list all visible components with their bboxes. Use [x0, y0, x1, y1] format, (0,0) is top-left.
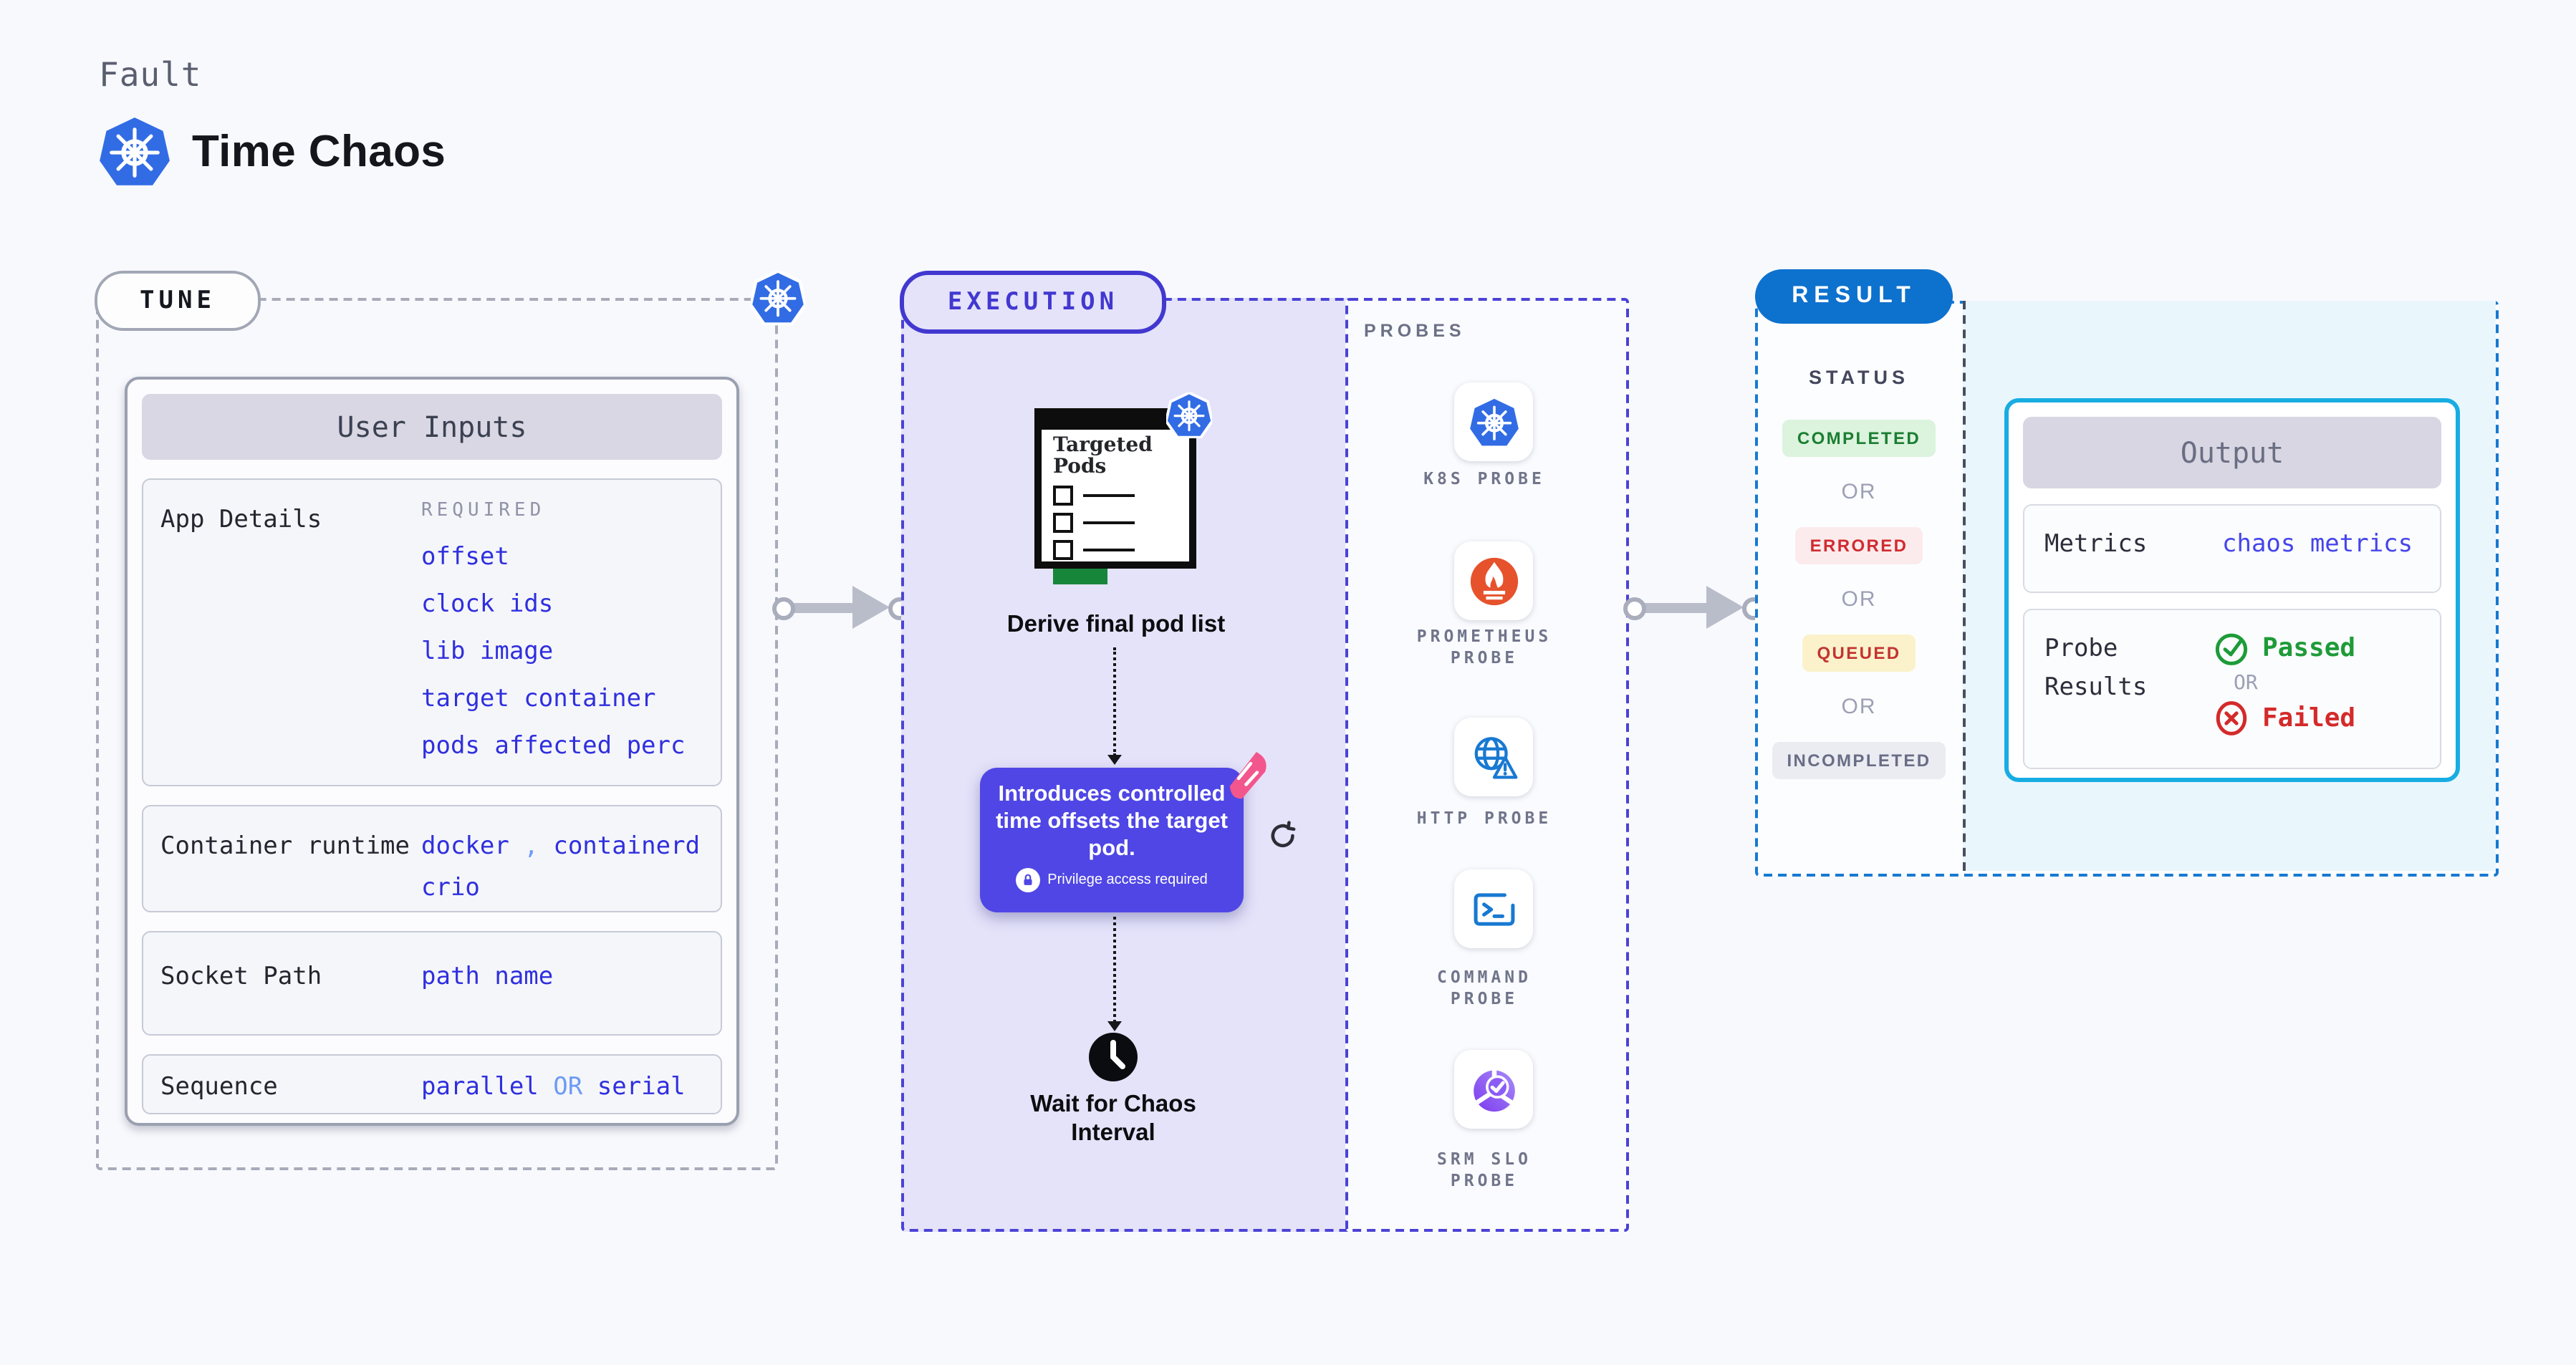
probe-label: K8S PROBE [1423, 468, 1545, 488]
probes-to-result-arrow [1623, 582, 1765, 633]
slo-donut-check-icon [1473, 1069, 1514, 1111]
required-tag: REQUIRED [421, 500, 546, 521]
http-globe-warning-icon [1474, 736, 1517, 778]
status-column: STATUS COMPLETED OR ERRORED OR QUEUED OR… [1755, 301, 1963, 871]
probe-label: HTTP PROBE [1416, 808, 1552, 828]
status-badge-errored: ERRORED [1795, 527, 1923, 564]
status-badge-queued: QUEUED [1802, 635, 1916, 672]
metrics-value: chaos metrics [2222, 530, 2413, 559]
wait-interval-caption: Wait for Chaos Interval [1030, 1091, 1196, 1146]
input-value: pods affected perc [421, 732, 686, 761]
tune-to-execution-arrow [772, 582, 911, 633]
user-inputs-header: User Inputs [142, 394, 722, 460]
probe-label: SRM SLO PROBE [1437, 1149, 1532, 1190]
checkbox-icon [1053, 540, 1073, 560]
flow-connector-down [1107, 917, 1121, 1031]
kubernetes-icon [97, 115, 172, 189]
runtime-value-crio: crio [421, 874, 480, 902]
privilege-note: Privilege access required [1047, 872, 1208, 888]
refresh-icon [1271, 821, 1296, 848]
status-badge-completed: COMPLETED [1782, 420, 1936, 457]
failed-result: Failed [2214, 700, 2355, 736]
checkbox-icon [1053, 486, 1073, 506]
pod-list-item [1053, 540, 1189, 560]
targeted-pods-card: Targeted Pods [1034, 408, 1196, 584]
pod-list-item [1053, 513, 1189, 533]
fault-eyebrow: Fault [99, 57, 202, 95]
sequence-value: parallel OR serial [421, 1073, 686, 1101]
user-inputs-card: User Inputs App Details REQUIRED offset … [125, 377, 739, 1126]
or-separator: OR [2234, 672, 2258, 695]
clock-icon [1089, 1033, 1138, 1081]
or-separator: OR [1841, 695, 1877, 719]
passed-result: Passed [2214, 630, 2355, 666]
socket-path-row: Socket Path path name [142, 931, 722, 1036]
metrics-label: Metrics [2044, 530, 2148, 559]
probe-results-label: Probe Results [2044, 635, 2148, 702]
or-separator: OR [1841, 480, 1877, 504]
metrics-row: Metrics chaos metrics [2023, 504, 2441, 593]
targeted-pods-title: Targeted Pods [1053, 434, 1153, 478]
probe-card-command [1454, 869, 1533, 948]
lock-icon [1016, 868, 1041, 892]
probe-card-prometheus [1454, 541, 1533, 620]
pod-list-item [1053, 486, 1189, 506]
probe-card-k8s [1454, 382, 1533, 461]
input-value: clock ids [421, 590, 554, 619]
chaos-description-tooltip: Introduces controlled time offsets the t… [980, 768, 1244, 912]
app-details-label: App Details [160, 506, 322, 534]
app-details-row: App Details REQUIRED offset clock ids li… [142, 478, 722, 786]
probe-label: COMMAND PROBE [1437, 967, 1532, 1008]
derive-pod-list-caption: Derive final pod list [1006, 612, 1226, 637]
probe-label: PROMETHEUS PROBE [1416, 626, 1552, 667]
progress-bar [1053, 569, 1107, 584]
checkbox-icon [1053, 513, 1073, 533]
sequence-label: Sequence [160, 1073, 278, 1101]
result-badge: RESULT [1755, 269, 1953, 324]
kubernetes-icon [751, 271, 805, 325]
probe-card-http [1454, 718, 1533, 796]
socket-path-label: Socket Path [160, 963, 322, 991]
or-separator: OR [1841, 587, 1877, 612]
tune-badge: TUNE [95, 271, 261, 331]
probe-results-row: Probe Results Passed OR Failed [2023, 609, 2441, 769]
status-badge-incompleted: INCOMPLETED [1772, 742, 1946, 779]
kubernetes-icon [1166, 392, 1212, 438]
output-header: Output [2023, 417, 2441, 488]
input-value: target container [421, 685, 656, 713]
status-label: STATUS [1809, 367, 1909, 388]
chaos-highlight-icon [1229, 751, 1267, 799]
page-title: Time Chaos [192, 126, 446, 176]
output-card: Output Metrics chaos metrics Probe Resul… [2004, 398, 2460, 782]
tune-section-box [96, 298, 778, 1170]
kubernetes-icon [1468, 396, 1519, 448]
tooltip-text: Introduces controlled time offsets the t… [996, 782, 1228, 861]
input-value: lib image [421, 637, 554, 666]
input-value: offset [421, 543, 509, 571]
terminal-icon [1473, 892, 1514, 925]
check-circle-icon [2215, 633, 2248, 665]
probes-section-label: PROBES [1364, 321, 1466, 341]
runtime-values-line: docker , containerd [421, 832, 701, 861]
socket-path-value: path name [421, 963, 554, 991]
container-runtime-label: Container runtime [160, 832, 410, 861]
prometheus-icon [1469, 556, 1518, 605]
x-circle-icon [2216, 701, 2247, 735]
flow-connector-down [1107, 647, 1121, 765]
probe-card-srm-slo [1454, 1050, 1533, 1129]
sequence-row: Sequence parallel OR serial [142, 1054, 722, 1114]
execution-badge: EXECUTION [900, 271, 1166, 334]
container-runtime-row: Container runtime docker , containerd cr… [142, 805, 722, 912]
